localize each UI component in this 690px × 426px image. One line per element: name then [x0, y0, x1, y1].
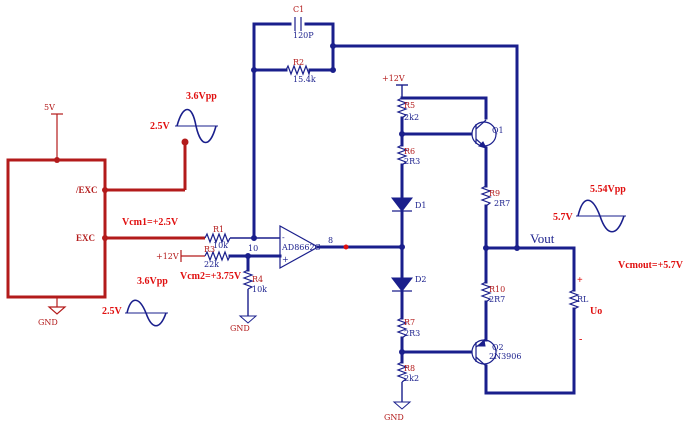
wave-top-offset: 2.5V: [150, 121, 171, 132]
wave-bottom-offset: 2.5V: [102, 306, 123, 317]
node-dot: [399, 244, 405, 250]
wave-top-pp: 3.6Vpp: [186, 91, 217, 102]
c1-ref: C1: [293, 5, 304, 14]
feedback-network: [251, 17, 519, 250]
node-dot: [251, 67, 257, 73]
input-network: [180, 232, 282, 324]
node-dot: [251, 235, 257, 241]
r2-value: 15.4k: [293, 75, 316, 84]
resistor-icon: [204, 250, 231, 262]
r5-ref: R5: [404, 101, 415, 110]
resistor-icon: [396, 317, 408, 339]
c1-value: 120P: [293, 31, 314, 40]
wave-output-offset: 5.7V: [553, 212, 574, 223]
gnd-label-ref: GND: [230, 324, 250, 333]
node-dot: [330, 67, 336, 73]
opamp-plus: +: [282, 255, 289, 264]
r8-value: 2k2: [404, 374, 419, 383]
rl-ref: RL: [577, 295, 589, 304]
op-amp-icon: [279, 224, 320, 270]
q1-emitter-arrow: [478, 141, 487, 149]
out-node-label: 8: [328, 236, 333, 245]
q2-emitter-arrow: [476, 338, 486, 347]
excitation-source: [6, 113, 205, 315]
wave-output: [576, 199, 626, 233]
bias-12v-label: +12V: [156, 252, 179, 261]
r10-ref: R10: [489, 285, 505, 294]
q2-ref: Q2: [492, 343, 504, 352]
resistor-icon: [204, 232, 231, 244]
r1-value: 10k: [213, 241, 228, 250]
r4-ref: R4: [252, 275, 263, 284]
uo-label: Uo: [590, 306, 602, 317]
r5-value: 2k2: [404, 113, 419, 122]
resistor-icon: [242, 269, 254, 290]
r6-value: 2R3: [404, 157, 420, 166]
opamp-part: AD8662C: [281, 243, 321, 252]
r1-ref: R1: [213, 225, 224, 234]
q2-collector: [475, 356, 487, 367]
resistor-icon: [285, 64, 311, 77]
op-amp: [279, 224, 404, 270]
r3-ref: R3: [204, 245, 215, 254]
exc-junction: [102, 235, 108, 241]
gnd-icon: [47, 306, 67, 315]
diode-icon: [390, 277, 414, 292]
load: [484, 245, 580, 395]
d1-ref: D1: [415, 201, 427, 210]
node-dot: [514, 245, 520, 251]
sine-wave-icon: [176, 108, 217, 144]
supply-5v-label: 5V: [44, 103, 55, 112]
load-plus: +: [577, 275, 583, 286]
wave-exc-bottom: [125, 299, 168, 327]
wave-output-pp: 5.54Vpp: [590, 184, 626, 195]
excb-label: /EXC: [75, 185, 98, 195]
vout-label: Vout: [530, 231, 555, 246]
out-node-dot: [343, 244, 349, 250]
rail-12v-label: +12V: [382, 74, 405, 83]
d2-ref: D2: [415, 275, 427, 284]
resistor-icon: [396, 97, 408, 119]
load-minus: -: [579, 334, 582, 345]
gnd-icon: [392, 401, 412, 410]
r7-ref: R7: [404, 318, 415, 327]
exc-label: EXC: [76, 233, 95, 243]
opamp-minus: -: [282, 233, 285, 242]
vcm2-label: Vcm2=+3.75V: [180, 271, 242, 282]
sine-wave-icon: [577, 199, 625, 233]
r10-value: 2R7: [489, 295, 505, 304]
r7-value: 2R3: [404, 329, 420, 338]
supply-junction: [54, 157, 60, 163]
resistor-icon: [480, 185, 492, 207]
gnd-label-left: GND: [38, 318, 58, 327]
gnd-icon: [238, 315, 258, 324]
q1-collector: [475, 119, 487, 130]
resistor-icon: [396, 144, 408, 166]
resistor-icon: [568, 289, 580, 310]
excb-terminal: [181, 138, 189, 146]
r9-value: 2R7: [494, 199, 510, 208]
q2-value: 2N3906: [489, 352, 521, 361]
r6-ref: R6: [404, 147, 415, 156]
wave-exc-top: [175, 108, 218, 144]
gnd-label-driver: GND: [384, 413, 404, 422]
resistor-icon: [396, 361, 408, 383]
excb-junction: [102, 187, 108, 193]
r3-value: 22k: [204, 260, 219, 269]
r8-ref: R8: [404, 364, 415, 373]
q1-ref: Q1: [492, 126, 504, 135]
diode-icon: [390, 197, 414, 212]
r4-value: 10k: [252, 285, 267, 294]
ref-node-label: 10: [248, 244, 258, 253]
node-dot: [330, 43, 336, 49]
resistor-icon: [480, 281, 492, 303]
r9-ref: R9: [489, 189, 500, 198]
wave-bottom-pp: 3.6Vpp: [137, 276, 168, 287]
r2-ref: R2: [293, 58, 304, 67]
source-box: [6, 158, 107, 299]
vcm1-label: Vcm1=+2.5V: [122, 217, 179, 228]
sine-wave-icon: [126, 299, 167, 327]
vcmout-label: Vcmout=+5.7V: [618, 260, 684, 271]
